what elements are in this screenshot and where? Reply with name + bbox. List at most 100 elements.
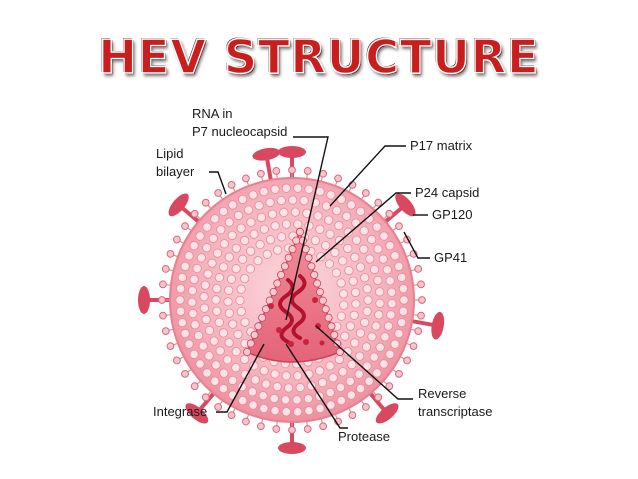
matrix-bead bbox=[326, 400, 336, 410]
matrix-bead bbox=[281, 183, 291, 193]
matrix-bead bbox=[190, 320, 200, 330]
lipid-head bbox=[272, 425, 281, 433]
matrix-bead bbox=[265, 197, 275, 208]
lipid-head bbox=[272, 167, 281, 175]
matrix-bead bbox=[211, 295, 221, 305]
gp120-knob bbox=[185, 403, 209, 424]
matrix-bead bbox=[270, 184, 280, 194]
lipid-head bbox=[374, 198, 383, 207]
capsid-bead bbox=[318, 296, 327, 305]
matrix-bead bbox=[367, 234, 377, 245]
lipid-head bbox=[201, 198, 210, 207]
matrix-bead bbox=[382, 265, 392, 275]
capsid-bead bbox=[324, 313, 333, 322]
matrix-bead bbox=[304, 221, 314, 231]
lipid-head bbox=[242, 417, 250, 426]
matrix-bead bbox=[347, 359, 357, 370]
matrix-bead bbox=[208, 233, 218, 243]
capsid-bead bbox=[242, 347, 251, 356]
matrix-bead bbox=[340, 331, 350, 341]
lipid-head bbox=[227, 411, 236, 420]
matrix-bead bbox=[386, 310, 396, 320]
matrix-bead bbox=[288, 195, 298, 205]
matrix-bead bbox=[365, 254, 375, 264]
matrix-bead bbox=[198, 341, 208, 351]
matrix-bead bbox=[299, 196, 309, 206]
rna-leader bbox=[285, 136, 329, 321]
matrix-bead bbox=[317, 377, 328, 388]
envelope-spike bbox=[168, 193, 200, 224]
matrix-bead bbox=[231, 347, 241, 357]
matrix-bead bbox=[202, 368, 212, 378]
capsid-bead bbox=[304, 253, 313, 262]
lipid-head bbox=[201, 393, 210, 402]
capsid-bead bbox=[321, 305, 330, 314]
lipid-head bbox=[418, 296, 426, 304]
matrix-bead bbox=[224, 308, 234, 318]
matrix-bead bbox=[228, 319, 238, 329]
matrix-bead bbox=[204, 325, 215, 336]
matrix-bead bbox=[231, 363, 241, 373]
lipid-head bbox=[409, 342, 418, 350]
matrix-bead bbox=[248, 190, 258, 200]
matrix-bead bbox=[219, 239, 229, 249]
matrix-bead bbox=[374, 310, 384, 320]
matrix-bead bbox=[359, 226, 369, 236]
lipid-head bbox=[403, 356, 412, 365]
envelope-spike bbox=[185, 392, 216, 424]
matrix-bead bbox=[338, 367, 348, 377]
matrix-bead bbox=[328, 373, 338, 383]
matrix-bead bbox=[247, 387, 258, 397]
envelope-spike bbox=[368, 392, 399, 424]
matrix-bead bbox=[375, 342, 385, 352]
matrix-bead bbox=[355, 206, 366, 217]
matrix-bead bbox=[253, 256, 263, 266]
matrix-bead bbox=[204, 351, 214, 361]
integrase-leader bbox=[216, 343, 265, 413]
matrix-bead bbox=[355, 262, 366, 272]
label-lipid-line2: bilayer bbox=[156, 164, 195, 179]
matrix-bead bbox=[261, 379, 271, 389]
matrix-bead bbox=[345, 376, 355, 386]
matrix-bead bbox=[390, 251, 400, 261]
matrix-bead bbox=[269, 393, 279, 404]
gp120-knob bbox=[375, 403, 399, 424]
matrix-bead bbox=[259, 186, 269, 197]
matrix-bead bbox=[227, 230, 237, 241]
matrix-bead bbox=[346, 200, 356, 210]
matrix-bead bbox=[324, 215, 334, 225]
matrix-bead bbox=[224, 285, 234, 295]
p17-leader bbox=[329, 145, 406, 207]
gp120-knob bbox=[395, 193, 416, 217]
label-gp120: GP120 bbox=[432, 207, 472, 222]
slide-title: HEV STRUCTURE bbox=[98, 29, 540, 84]
matrix-bead bbox=[226, 274, 237, 284]
matrix-bead bbox=[362, 284, 372, 294]
matrix-bead bbox=[199, 303, 209, 313]
capsid-bead bbox=[288, 245, 297, 254]
matrix-bead bbox=[233, 329, 243, 339]
matrix-bead bbox=[235, 295, 245, 306]
matrix-bead bbox=[246, 217, 256, 227]
matrix-bead bbox=[290, 207, 300, 217]
matrix-bead bbox=[336, 194, 346, 205]
matrix-bead bbox=[359, 317, 370, 328]
matrix-bead bbox=[292, 395, 302, 405]
matrix-bead bbox=[315, 403, 325, 414]
lipid-head bbox=[319, 422, 328, 431]
matrix-bead bbox=[362, 306, 372, 317]
lipid-head bbox=[159, 311, 167, 320]
lipid-head bbox=[161, 327, 170, 336]
matrix-bead bbox=[212, 248, 223, 258]
capsid-bead bbox=[280, 262, 289, 271]
matrix-bead bbox=[270, 406, 280, 416]
matrix-bead bbox=[238, 395, 248, 406]
matrix-bead bbox=[372, 368, 382, 378]
matrix-bead bbox=[236, 307, 246, 317]
matrix-bead bbox=[193, 331, 204, 341]
matrix-bead bbox=[254, 200, 264, 211]
lipid-head bbox=[385, 209, 394, 218]
lipid-head bbox=[395, 222, 403, 231]
label-protease: Protease bbox=[338, 429, 390, 444]
matrix-bead bbox=[255, 239, 265, 250]
